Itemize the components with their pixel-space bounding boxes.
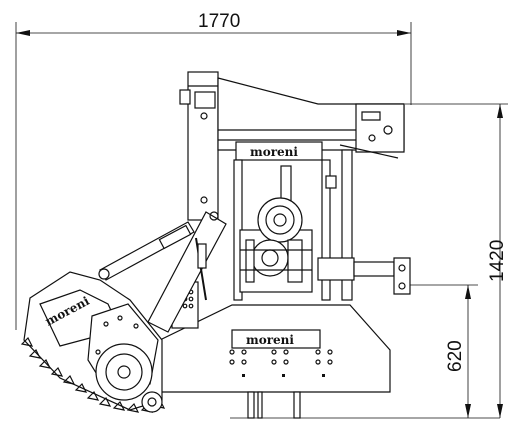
body-logo: moreni (246, 333, 294, 347)
lower-height-dimension: 620 (230, 284, 500, 419)
lower-height-label: 620 (445, 340, 466, 372)
width-dimension: 1770 (15, 11, 412, 330)
beam-logo: moreni (250, 145, 298, 159)
bolt-holes (229, 349, 333, 377)
width-label: 1770 (198, 11, 240, 32)
machine-drawing: moreni moreni (20, 71, 411, 419)
height-label: 1420 (487, 240, 508, 282)
height-dimension: 1420 (405, 103, 508, 418)
